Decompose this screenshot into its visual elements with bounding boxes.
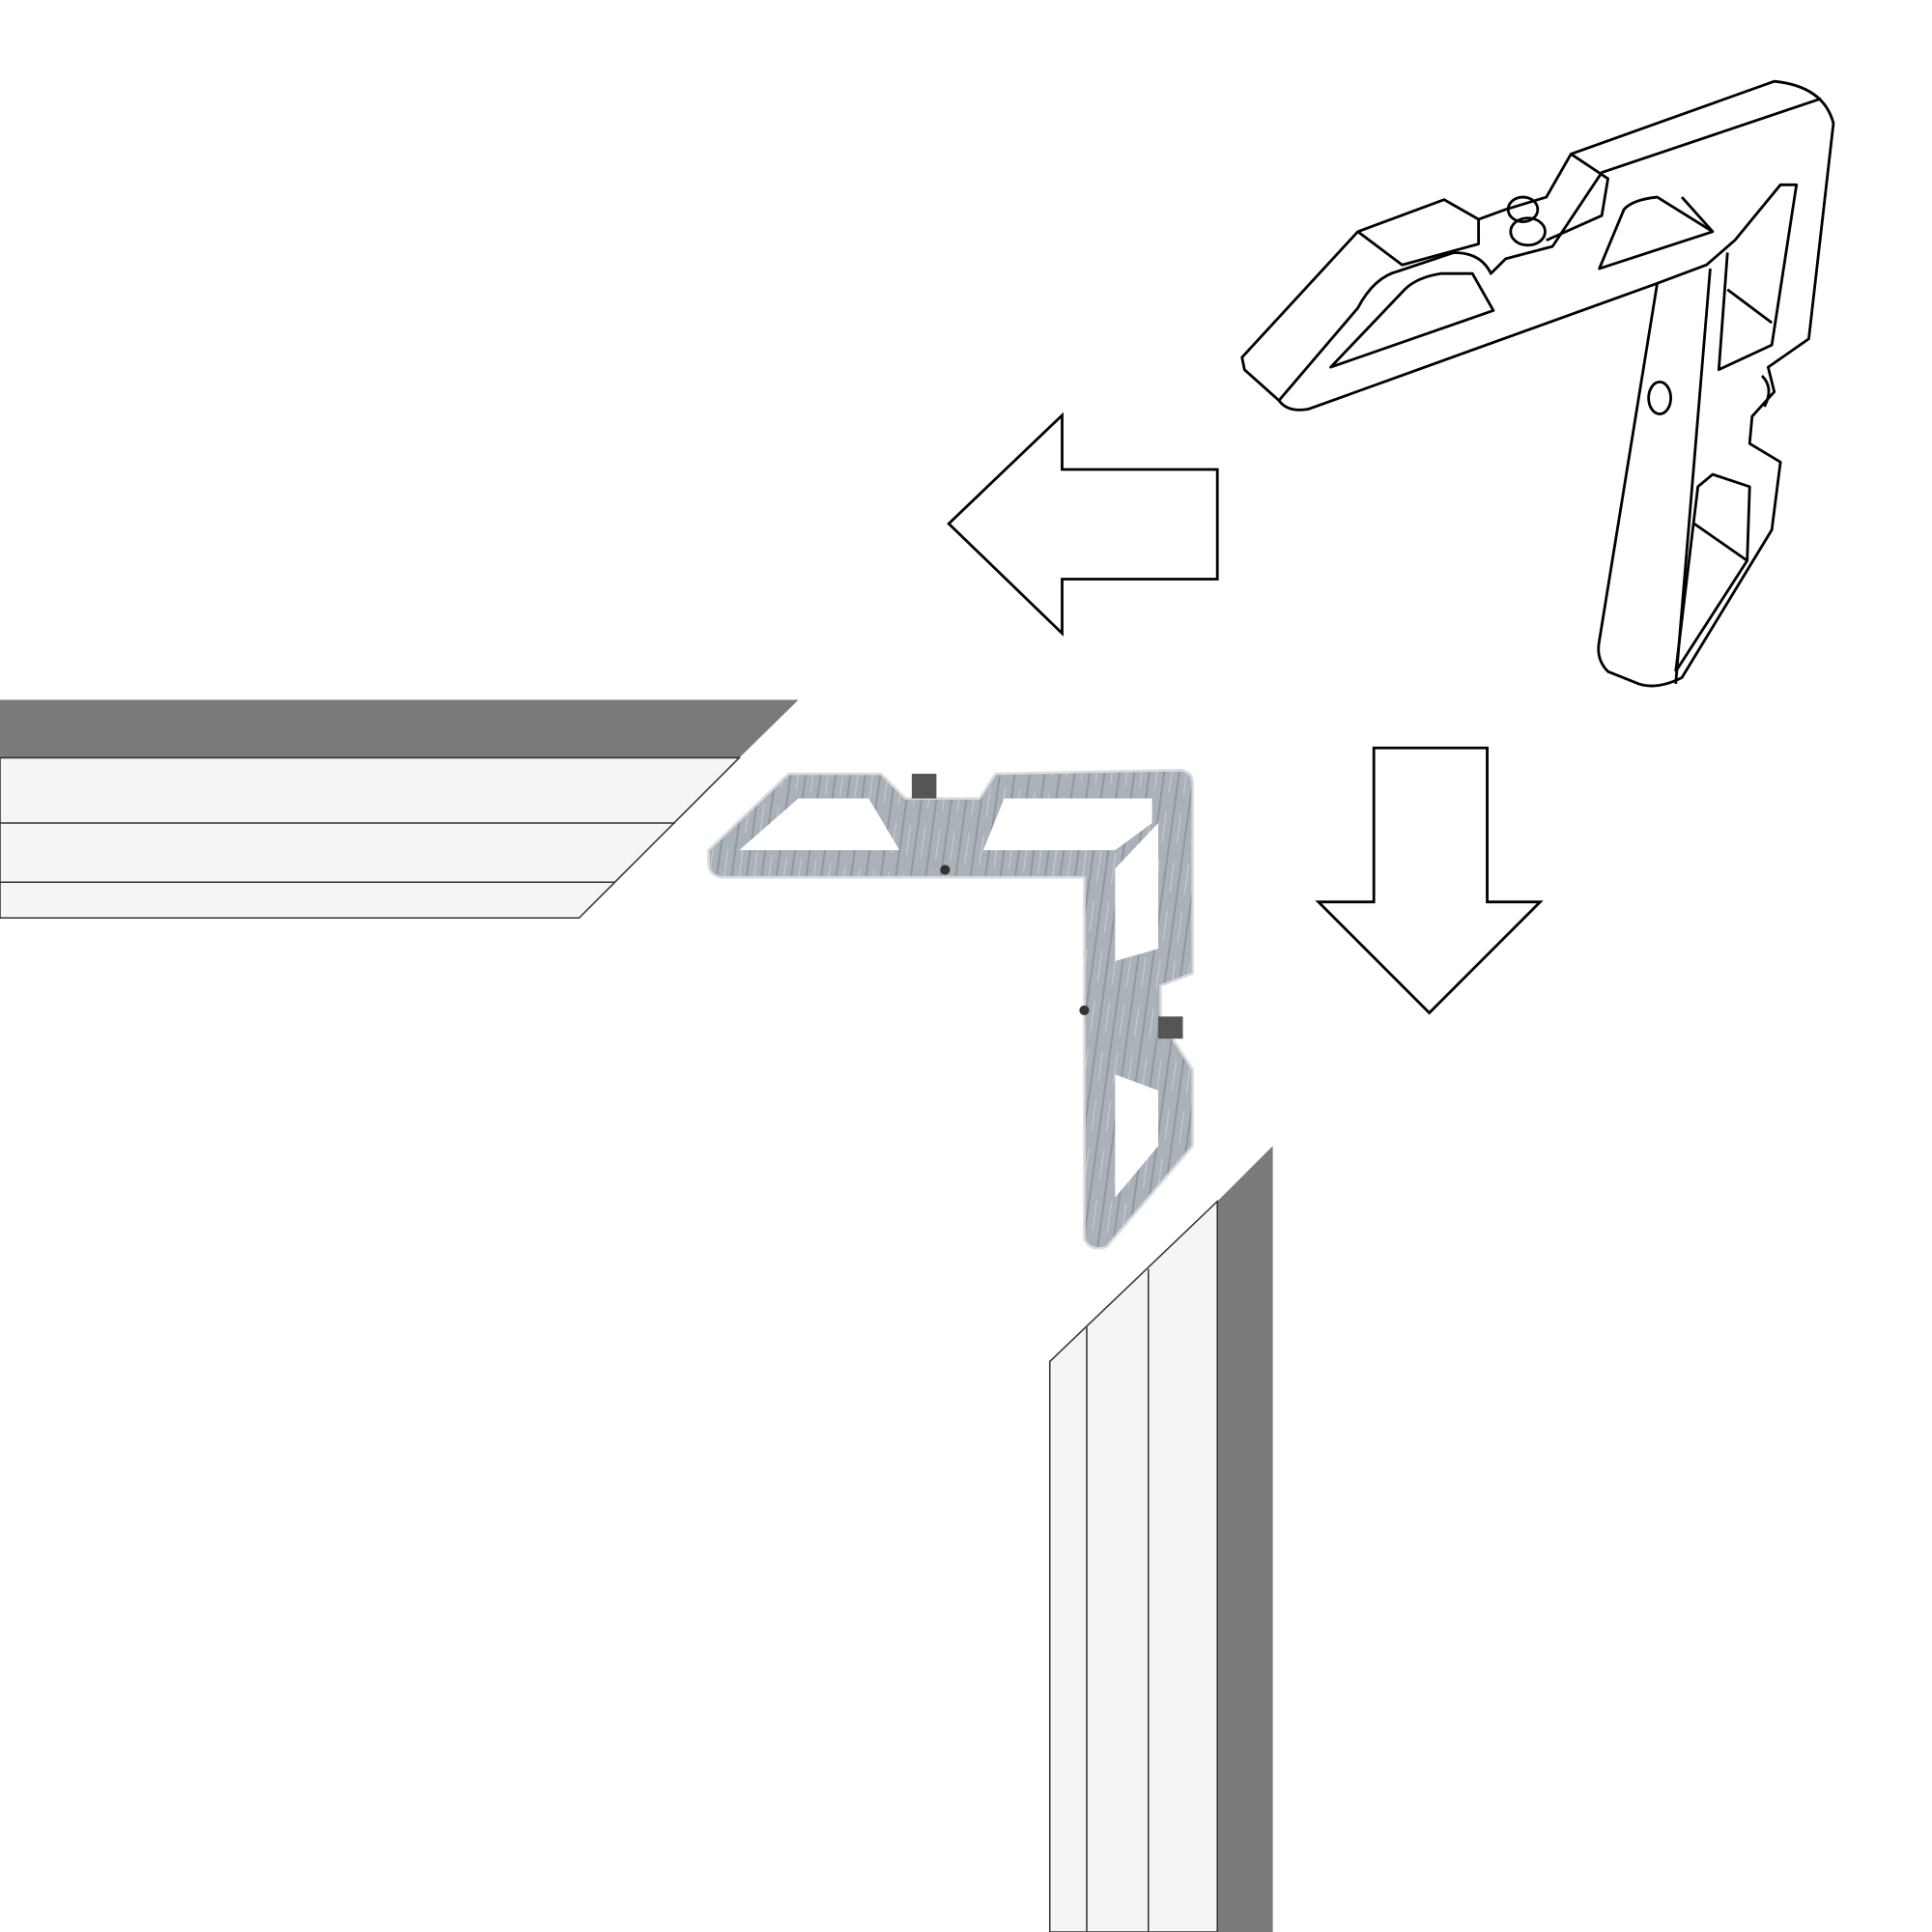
arrow-down-icon bbox=[1315, 746, 1544, 1015]
side-frame-profile bbox=[1048, 1146, 1273, 1932]
side-frame-face bbox=[1048, 1199, 1218, 1932]
metal-corner-bracket bbox=[707, 768, 1194, 1250]
bracket-screw-hole bbox=[940, 865, 951, 875]
top-frame-dark-edge bbox=[0, 699, 799, 758]
arrow-left-icon bbox=[947, 412, 1219, 637]
bracket-cutout bbox=[1115, 823, 1158, 961]
bracket-screw bbox=[911, 774, 937, 799]
top-frame-face bbox=[0, 756, 742, 920]
bracket-screw-hole bbox=[1079, 1005, 1090, 1016]
bracket-cutout bbox=[1115, 1074, 1158, 1198]
bracket-line-drawing bbox=[1240, 79, 1835, 688]
top-frame-profile bbox=[0, 699, 799, 920]
bracket-cutout bbox=[982, 798, 1152, 851]
bracket-screw bbox=[1157, 1016, 1183, 1039]
side-frame-dark-edge bbox=[1217, 1146, 1273, 1932]
bracket-cutout bbox=[739, 798, 900, 851]
